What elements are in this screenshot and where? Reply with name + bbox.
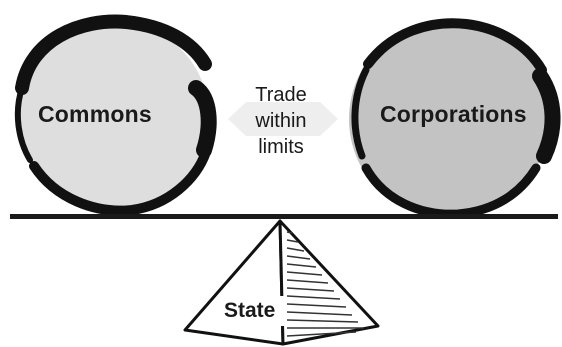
state-pyramid bbox=[183, 219, 380, 346]
corporations-label: Corporations bbox=[380, 101, 527, 127]
state-label: State bbox=[224, 299, 276, 322]
trade-line-1: Trade bbox=[255, 84, 307, 106]
trade-line-2: within bbox=[255, 110, 307, 132]
trade-within-limits-label: Trade within limits bbox=[245, 82, 317, 160]
commons-label: Commons bbox=[38, 101, 152, 127]
commons-circle bbox=[14, 14, 217, 216]
trade-line-3: limits bbox=[258, 136, 304, 158]
trade-arrow bbox=[228, 102, 338, 136]
balance-beam bbox=[10, 214, 558, 219]
